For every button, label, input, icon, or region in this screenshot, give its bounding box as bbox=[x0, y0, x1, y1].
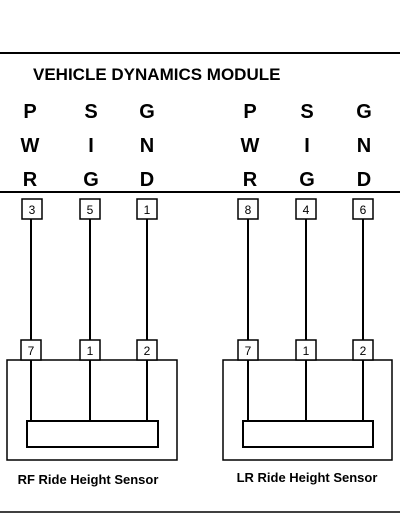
svg-text:7: 7 bbox=[245, 344, 252, 358]
column-letter: D bbox=[357, 169, 371, 191]
column-letter: I bbox=[304, 135, 310, 157]
column-letter: S bbox=[84, 101, 97, 123]
svg-text:2: 2 bbox=[144, 344, 151, 358]
column-3: P W R bbox=[241, 101, 260, 191]
column-0: P W R bbox=[21, 101, 40, 191]
module-pin-number: 1 bbox=[144, 203, 151, 217]
column-letter: R bbox=[243, 169, 258, 191]
module-pin-box-3: 8 bbox=[237, 198, 259, 220]
module-pin-box-0: 3 bbox=[21, 198, 43, 220]
sensor-pin-box: 2 bbox=[136, 339, 158, 361]
module-pin-box-2: 1 bbox=[136, 198, 158, 220]
svg-text:1: 1 bbox=[87, 344, 94, 358]
column-letter: G bbox=[299, 169, 315, 191]
column-letter: W bbox=[241, 135, 260, 157]
svg-text:2: 2 bbox=[360, 344, 367, 358]
module-pin-number: 6 bbox=[360, 203, 367, 217]
column-letter: G bbox=[139, 101, 155, 123]
column-5: G N D bbox=[356, 101, 372, 191]
column-letter: G bbox=[356, 101, 372, 123]
module-pin-box-1: 5 bbox=[79, 198, 101, 220]
sensor-pin-box: 2 bbox=[352, 339, 374, 361]
sensor-element bbox=[26, 420, 159, 448]
module-pin-box-4: 4 bbox=[295, 198, 317, 220]
column-1: S I G bbox=[83, 101, 99, 191]
sensor-element bbox=[242, 420, 374, 448]
svg-text:1: 1 bbox=[303, 344, 310, 358]
column-letter: R bbox=[23, 169, 38, 191]
module-pin-number: 4 bbox=[303, 203, 310, 217]
column-2: G N D bbox=[139, 101, 155, 191]
rf-ride-height-sensor: 7 1 2 RF Ride Height Sensor bbox=[6, 339, 178, 487]
module-pin-number: 3 bbox=[29, 203, 36, 217]
module-title: VEHICLE DYNAMICS MODULE bbox=[33, 65, 280, 84]
lr-ride-height-sensor: 7 1 2 LR Ride Height Sensor bbox=[222, 339, 393, 485]
column-4: S I G bbox=[299, 101, 315, 191]
column-letter: G bbox=[83, 169, 99, 191]
sensor-pin-box: 7 bbox=[20, 339, 42, 361]
column-letter: W bbox=[21, 135, 40, 157]
module-pin-number: 5 bbox=[87, 203, 94, 217]
module-pin-number: 8 bbox=[245, 203, 252, 217]
sensor-pin-box: 1 bbox=[295, 339, 317, 361]
module-pin-box-5: 6 bbox=[352, 198, 374, 220]
column-letter: I bbox=[88, 135, 94, 157]
sensor-pin-box: 7 bbox=[237, 339, 259, 361]
column-letter: P bbox=[23, 101, 36, 123]
column-letter: N bbox=[357, 135, 371, 157]
column-letter: D bbox=[140, 169, 154, 191]
column-letter: P bbox=[243, 101, 256, 123]
column-letter: N bbox=[140, 135, 154, 157]
sensor-pin-box: 1 bbox=[79, 339, 101, 361]
sensor-label: LR Ride Height Sensor bbox=[237, 470, 378, 485]
sensor-label: RF Ride Height Sensor bbox=[18, 472, 159, 487]
svg-text:7: 7 bbox=[28, 344, 35, 358]
column-letter: S bbox=[300, 101, 313, 123]
